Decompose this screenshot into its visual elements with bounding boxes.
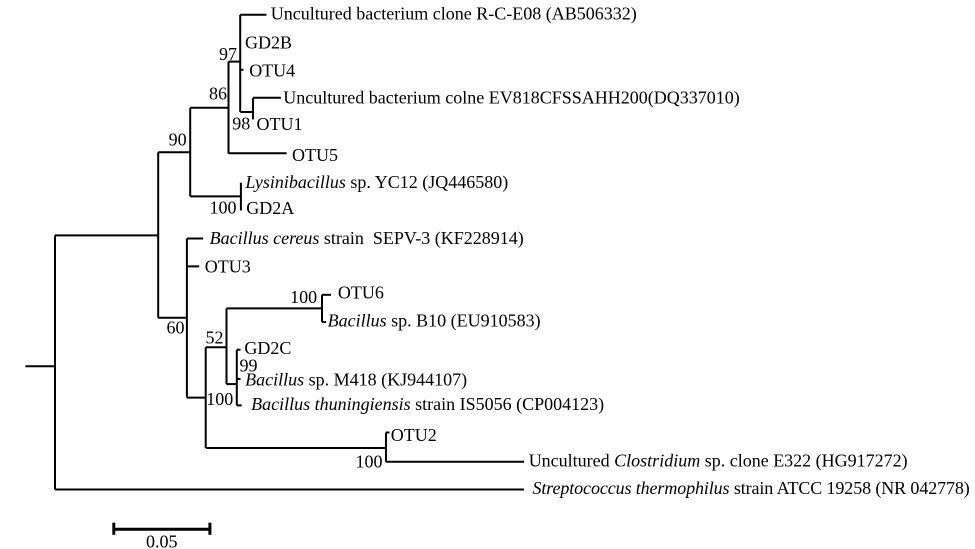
svg-text:Bacillus cereus strain SEPV-3: Bacillus cereus strain SEPV-3 (KF228914): [210, 228, 524, 249]
svg-text:100: 100: [206, 389, 233, 409]
svg-text:OTU6: OTU6: [338, 283, 384, 303]
svg-text:86: 86: [209, 84, 227, 104]
svg-text:OTU2: OTU2: [391, 425, 437, 445]
svg-text:Uncultured bacterium colne EV8: Uncultured bacterium colne EV818CFSSAHH2…: [283, 88, 739, 109]
svg-text:OTU5: OTU5: [292, 145, 338, 165]
svg-text:Streptococcus thermophilus str: Streptococcus thermophilus strain ATCC 1…: [533, 478, 970, 499]
svg-text:OTU1: OTU1: [257, 114, 303, 134]
svg-text:Lysinibacillus sp. YC12 (JQ446: Lysinibacillus sp. YC12 (JQ446580): [244, 172, 508, 193]
svg-text:OTU3: OTU3: [205, 256, 251, 276]
svg-text:52: 52: [206, 327, 224, 347]
svg-text:Bacillus sp. M418 (KJ944107): Bacillus sp. M418 (KJ944107): [245, 370, 467, 391]
svg-text:GD2C: GD2C: [244, 338, 291, 358]
svg-text:0.05: 0.05: [146, 532, 178, 549]
svg-text:97: 97: [219, 44, 237, 64]
svg-text:Bacillus sp. B10 (EU910583): Bacillus sp. B10 (EU910583): [328, 311, 541, 332]
svg-text:100: 100: [210, 198, 237, 218]
svg-text:Bacillus thuningiensis strain: Bacillus thuningiensis strain IS5056 (CP…: [251, 394, 604, 415]
svg-text:Uncultured bacterium clone R-C: Uncultured bacterium clone R-C-E08 (AB50…: [271, 3, 637, 24]
svg-text:60: 60: [167, 318, 185, 338]
svg-text:OTU4: OTU4: [249, 61, 295, 81]
svg-text:GD2A: GD2A: [246, 198, 294, 218]
svg-text:GD2B: GD2B: [245, 33, 292, 53]
svg-text:Uncultured Clostridium sp. clo: Uncultured Clostridium sp. clone E322 (H…: [529, 451, 908, 472]
svg-text:98: 98: [232, 114, 250, 134]
svg-text:90: 90: [169, 130, 187, 150]
svg-text:100: 100: [290, 287, 317, 307]
svg-text:100: 100: [356, 451, 383, 471]
svg-text:99: 99: [240, 356, 258, 376]
